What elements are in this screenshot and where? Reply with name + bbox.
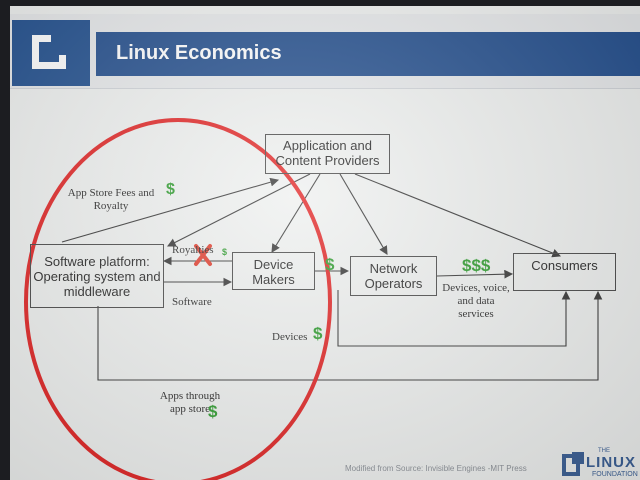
node-app-providers-label: Application and Content Providers (275, 138, 380, 168)
arrow-network-to-consumers (436, 269, 514, 279)
dollar-royalties: $ (222, 247, 228, 257)
label-devices-voice-data: Devices, voice, and data services (442, 282, 510, 320)
title-bar: Linux Economics (96, 32, 640, 76)
cross-mark-icon (194, 244, 212, 266)
node-consumers-label: Consumers (531, 258, 598, 273)
dollar-devices: $ (313, 324, 323, 343)
source-note: Modified from Source: Invisible Engines … (345, 464, 527, 473)
node-software-platform-label: Software platform: Operating system and … (33, 254, 161, 299)
slide: Linux Economics (10, 6, 640, 480)
slide-logo-icon (12, 20, 90, 86)
label-royalties: Royalties (172, 244, 214, 256)
node-device-makers: Device Makers (232, 252, 315, 290)
arrow-providers-to-platform (167, 173, 311, 247)
arrow-apps-to-consumers (97, 290, 603, 381)
slide-title: Linux Economics (116, 42, 282, 64)
node-network-operators: Network Operators (350, 256, 437, 296)
dollar-app-store: $ (166, 181, 175, 198)
highlight-circle (24, 118, 332, 480)
node-network-operators-label: Network Operators (364, 261, 423, 291)
node-software-platform: Software platform: Operating system and … (30, 244, 164, 308)
lf-linux: LINUX (586, 454, 636, 471)
label-apps-through-store: Apps through app store (159, 390, 221, 415)
node-consumers: Consumers (513, 253, 616, 291)
arrow-platform-to-providers (61, 177, 280, 243)
arrow-providers-to-network (339, 173, 388, 255)
lf-the: THE (598, 448, 610, 454)
lf-square-icon (562, 452, 584, 476)
logo-mark (32, 35, 71, 69)
label-app-store-fees: App Store Fees and Royalty (67, 187, 155, 212)
arrow-providers-to-consumers (354, 173, 562, 258)
dollar-triple: $$$ (462, 256, 491, 275)
arrow-providers-to-device (271, 173, 321, 253)
dollar-apps: $ (208, 402, 218, 421)
lf-foundation: FOUNDATION (592, 471, 638, 478)
label-software: Software (172, 296, 212, 308)
linux-foundation-logo-icon: THE LINUX FOUNDATION (562, 448, 640, 480)
node-app-providers: Application and Content Providers (265, 134, 390, 174)
node-device-makers-label: Device Makers (252, 257, 295, 287)
diagram-connectors (24, 118, 603, 480)
label-devices: Devices (272, 331, 308, 343)
arrow-devices-to-consumers (337, 290, 571, 347)
dollar-device-to-network: $ (325, 255, 335, 274)
